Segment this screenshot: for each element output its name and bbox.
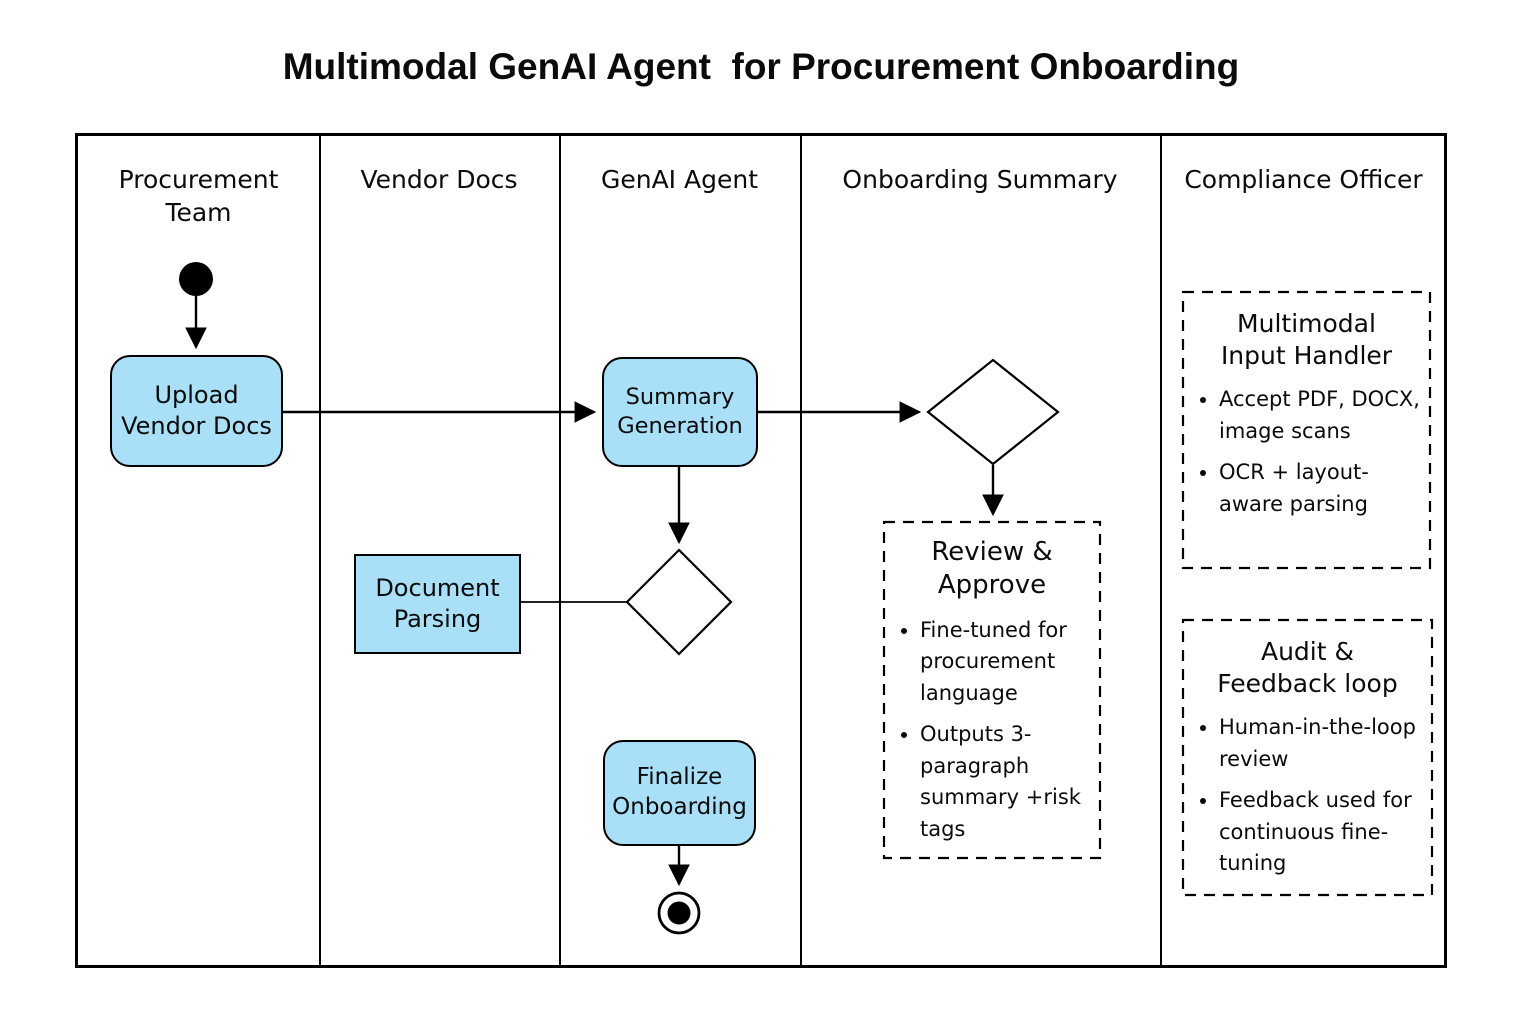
note-bullet: Fine-tuned for procurement language	[920, 615, 1092, 710]
lane-divider-4	[1160, 136, 1162, 965]
note-bullet: Outputs 3-paragraph summary +risk tags	[920, 719, 1092, 845]
lane-header-vendor-docs: Vendor Docs	[360, 165, 518, 194]
activity-upload-vendor-docs: Upload Vendor Docs	[110, 355, 283, 467]
lane-header-genai-agent: GenAI Agent	[600, 165, 759, 194]
note-audit-feedback-list: Human-in-the-loop review Feedback used f…	[1183, 712, 1432, 880]
lane-divider-2	[559, 136, 561, 965]
note-bullet: Feedback used for continuous fine-tuning	[1219, 785, 1424, 880]
note-bullet: OCR + layout-aware parsing	[1219, 457, 1422, 520]
note-review-approve-title: Review & Approve	[931, 537, 1053, 601]
lane-divider-3	[800, 136, 802, 965]
note-review-approve-list: Fine-tuned for procurement language Outp…	[884, 615, 1100, 846]
activity-document-parsing: Document Parsing	[354, 554, 521, 654]
swimlane-frame: Procurement Team Vendor Docs GenAI Agent…	[75, 133, 1447, 968]
page-title: Multimodal GenAI Agent for Procurement O…	[282, 46, 1240, 87]
note-multimodal-input-handler: Multimodal Input Handler Accept PDF, DOC…	[1183, 292, 1430, 568]
lane-header-procurement-team: Procurement Team	[118, 165, 279, 227]
note-audit-feedback-title: Audit & Feedback loop	[1217, 637, 1398, 698]
note-review-approve: Review & Approve Fine-tuned for procurem…	[884, 522, 1100, 858]
note-input-handler-list: Accept PDF, DOCX, image scans OCR + layo…	[1183, 384, 1430, 520]
lane-header-compliance-officer: Compliance Officer	[1184, 165, 1423, 194]
lane-header-onboarding-summary: Onboarding Summary	[842, 165, 1118, 194]
activity-finalize-onboarding: Finalize Onboarding	[603, 740, 756, 846]
note-input-handler-title: Multimodal Input Handler	[1220, 309, 1393, 370]
note-bullet: Human-in-the-loop review	[1219, 712, 1424, 775]
note-bullet: Accept PDF, DOCX, image scans	[1219, 384, 1422, 447]
lane-divider-1	[319, 136, 321, 965]
note-audit-feedback-loop: Audit & Feedback loop Human-in-the-loop …	[1183, 620, 1432, 895]
activity-summary-generation: Summary Generation	[602, 357, 758, 467]
